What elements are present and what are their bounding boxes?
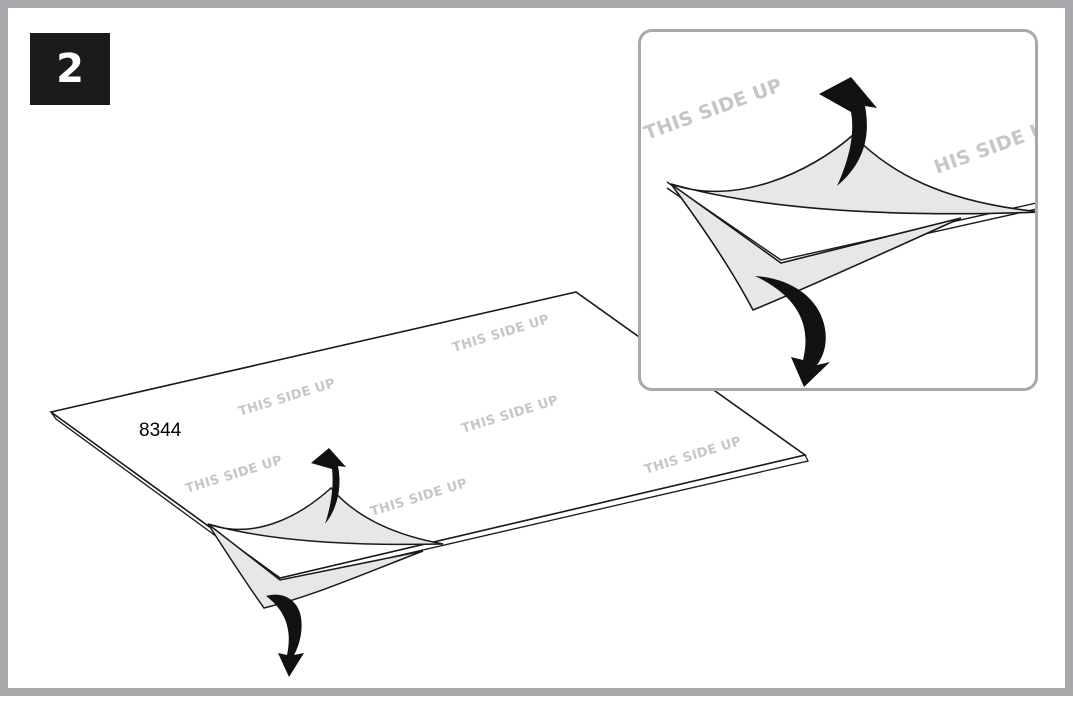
sheet-illustration: THIS SIDE UP THIS SIDE UP THIS SIDE UP T… — [49, 291, 809, 677]
curved-arrow-down-icon — [266, 594, 304, 677]
stamp-text: HIS SIDE U — [931, 118, 1035, 179]
curved-arrow-up-icon — [819, 77, 877, 186]
front-liner-peel — [207, 486, 444, 546]
part-number: 8344 — [139, 420, 182, 441]
step-number-badge: 2 — [30, 33, 110, 105]
curved-arrow-up-icon — [311, 448, 346, 524]
zoom-inset: THIS SIDE UP HIS SIDE U — [638, 29, 1038, 391]
stamp-text: THIS SIDE UP — [641, 74, 785, 144]
sheet-top — [49, 291, 807, 579]
inset-illustration: THIS SIDE UP HIS SIDE U — [641, 74, 1035, 387]
curved-arrow-down-icon — [755, 276, 830, 387]
front-liner-peel — [670, 133, 1035, 215]
back-liner-peel — [670, 183, 962, 312]
